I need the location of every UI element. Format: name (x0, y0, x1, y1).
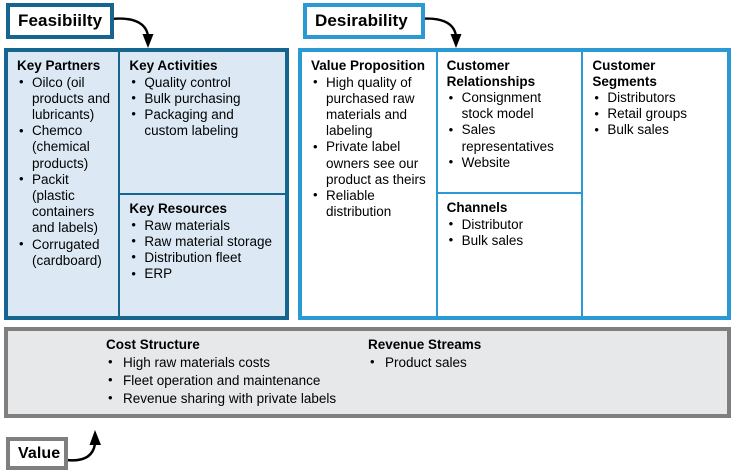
list-item: Quality control (129, 74, 278, 91)
list-item: Chemco (chemical products) (17, 123, 111, 172)
block-title-channels: Channels (446, 200, 508, 215)
block-channels: Channels Distributor Bulk sales (438, 194, 582, 316)
label-desirability: Desirability (303, 3, 425, 39)
relationships-channels-column: Customer Relationships Consignment stock… (437, 52, 584, 316)
block-cost-structure: Cost Structure High raw materials costs … (8, 331, 352, 414)
list-item: Raw material storage (129, 233, 278, 250)
arrow-desirability-to-canvas (418, 17, 462, 48)
list-item: Sales representatives (447, 122, 575, 154)
block-key-resources: Key Resources Raw materials Raw material… (120, 195, 285, 316)
label-value: Value (6, 437, 68, 470)
arrow-value-to-bottom-bar (65, 430, 101, 462)
list-item: High quality of purchased raw materials … (311, 74, 429, 140)
feasibility-group: Key Partners Oilco (oil products and lub… (4, 48, 289, 320)
list-item: Consignment stock model (447, 89, 575, 122)
label-desirability-text: Desirability (315, 11, 408, 30)
list-item: Revenue sharing with private labels (106, 389, 344, 408)
list-customer-segments: Distributors Retail groups Bulk sales (592, 89, 720, 139)
list-item: Product sales (368, 353, 719, 372)
list-item: Retail groups (592, 106, 720, 122)
list-key-activities: Quality control Bulk purchasing Packagin… (129, 74, 278, 140)
list-channels: Distributor Bulk sales (447, 216, 575, 249)
block-title-revenue-streams: Revenue Streams (368, 337, 482, 352)
list-item: Oilco (oil products and lubricants) (17, 74, 111, 124)
block-customer-relationships: Customer Relationships Consignment stock… (437, 52, 582, 194)
block-title-key-resources: Key Resources (129, 201, 227, 216)
list-item: Bulk sales (592, 122, 720, 138)
activities-resources-column: Key Activities Quality control Bulk purc… (120, 52, 285, 316)
list-cost-structure: High raw materials costs Fleet operation… (106, 353, 344, 408)
block-title-customer-segments: Customer Segments (592, 58, 657, 89)
block-title-customer-relationships: Customer Relationships (446, 58, 536, 89)
label-feasibility: Feasibiilty (6, 3, 114, 39)
list-item: Distribution fleet (129, 249, 278, 266)
desirability-group: Value Proposition High quality of purcha… (298, 48, 731, 320)
label-feasibility-text: Feasibiilty (18, 11, 103, 30)
list-key-resources: Raw materials Raw material storage Distr… (129, 217, 278, 283)
block-value-proposition: Value Proposition High quality of purcha… (302, 52, 438, 316)
label-value-text: Value (18, 444, 61, 462)
block-title-key-partners: Key Partners (17, 58, 101, 73)
list-value-proposition: High quality of purchased raw materials … (311, 74, 429, 221)
list-item: Distributor (447, 216, 575, 233)
arrow-feasibility-to-canvas (110, 17, 154, 48)
list-item: Raw materials (129, 217, 278, 234)
list-item: Fleet operation and maintenance (106, 371, 344, 390)
list-customer-relationships: Consignment stock model Sales representa… (447, 89, 575, 171)
list-revenue-streams: Product sales (368, 353, 719, 372)
list-item: Bulk purchasing (129, 90, 278, 107)
list-item: Packaging and custom labeling (129, 106, 278, 139)
block-title-key-activities: Key Activities (129, 58, 218, 73)
list-item: ERP (129, 266, 278, 282)
block-title-cost-structure: Cost Structure (106, 337, 200, 352)
block-key-activities: Key Activities Quality control Bulk purc… (120, 52, 285, 195)
block-key-partners: Key Partners Oilco (oil products and lub… (8, 52, 121, 316)
block-title-value-proposition: Value Proposition (311, 58, 426, 73)
list-item: Corrugated (cardboard) (17, 236, 111, 269)
list-item: Private label owners see our product as … (311, 139, 429, 188)
bottom-bar: Cost Structure High raw materials costs … (4, 327, 731, 418)
block-customer-segments: Customer Segments Distributors Retail gr… (583, 52, 727, 316)
list-item: Bulk sales (447, 232, 575, 249)
list-item: Distributors (592, 89, 720, 106)
list-item: Reliable distribution (311, 187, 429, 220)
list-item: Packit (plastic containers and labels) (17, 171, 111, 237)
block-revenue-streams: Revenue Streams Product sales (352, 331, 727, 414)
list-key-partners: Oilco (oil products and lubricants) Chem… (17, 74, 111, 269)
list-item: High raw materials costs (106, 353, 344, 372)
list-item: Website (447, 154, 575, 171)
